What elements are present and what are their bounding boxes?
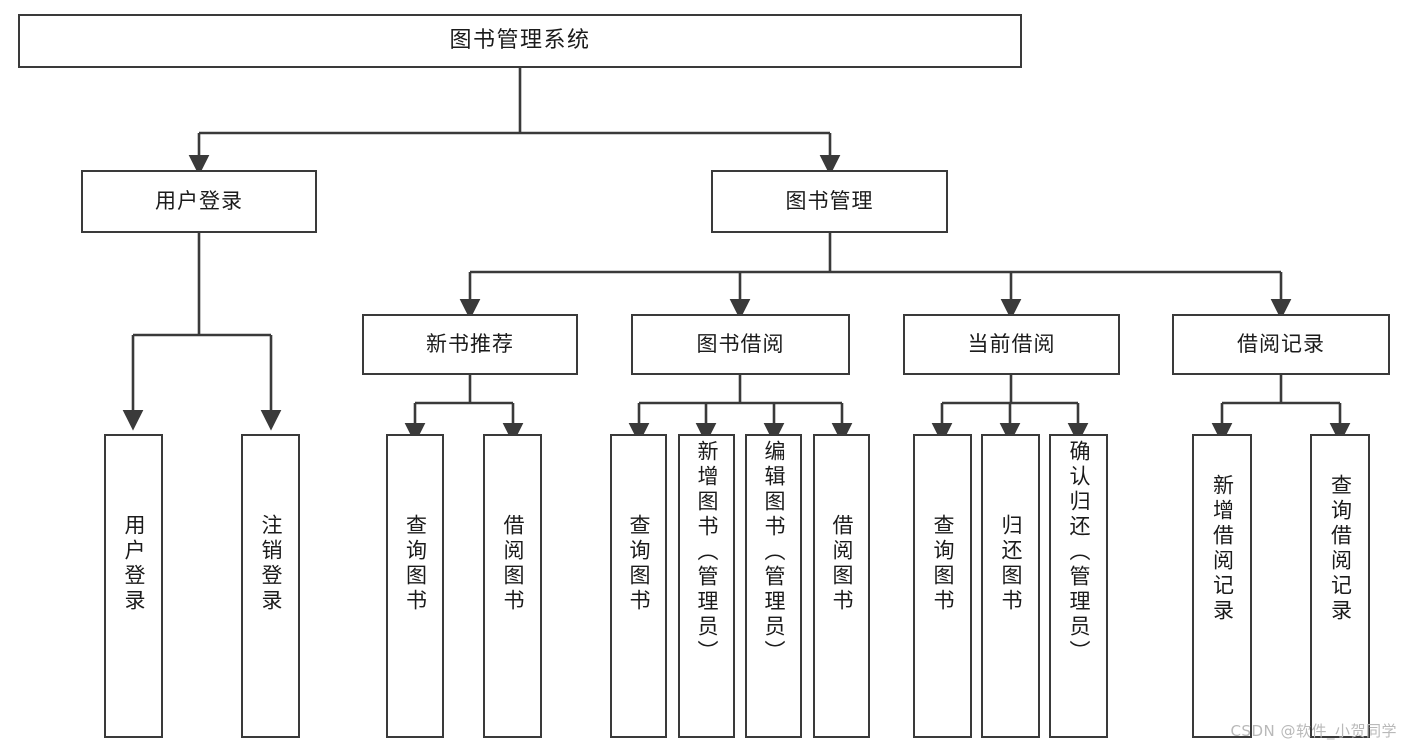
- node-label: 图书借阅: [696, 331, 785, 356]
- leaf-book-borrow-lend[interactable]: 借阅图书: [813, 434, 870, 738]
- node-label: 新增图书（管理员）: [695, 440, 719, 665]
- leaf-current-borrow-confirm[interactable]: 确认归还（管理员）: [1049, 434, 1108, 738]
- leaf-user-login-signout[interactable]: 注销登录: [241, 434, 300, 738]
- node-new-book-recommend[interactable]: 新书推荐: [362, 314, 578, 375]
- leaf-current-borrow-return[interactable]: 归还图书: [981, 434, 1040, 738]
- node-current-borrow[interactable]: 当前借阅: [903, 314, 1120, 375]
- node-label: 用户登录: [155, 188, 243, 213]
- node-label: 当前借阅: [967, 331, 1056, 356]
- node-label: 查询图书: [931, 514, 955, 614]
- node-book-borrow[interactable]: 图书借阅: [631, 314, 850, 375]
- node-label: 归还图书: [999, 514, 1023, 614]
- csdn-watermark: CSDN @软件_小贺同学: [1230, 722, 1397, 740]
- node-label: 用户登录: [122, 514, 146, 614]
- leaf-records-add[interactable]: 新增借阅记录: [1192, 434, 1252, 738]
- node-label: 编辑图书（管理员）: [762, 440, 786, 665]
- node-label: 新增借阅记录: [1210, 474, 1235, 624]
- node-label: 新书推荐: [426, 331, 514, 356]
- node-label: 查询图书: [403, 514, 428, 614]
- leaf-book-borrow-add[interactable]: 新增图书（管理员）: [678, 434, 735, 738]
- leaf-new-book-query[interactable]: 查询图书: [386, 434, 444, 738]
- node-root-system[interactable]: 图书管理系统: [18, 14, 1022, 68]
- node-label: 查询图书: [627, 514, 651, 614]
- node-label: 注销登录: [259, 514, 283, 614]
- node-label: 图书管理: [785, 188, 874, 213]
- leaf-book-borrow-edit[interactable]: 编辑图书（管理员）: [745, 434, 802, 738]
- leaf-book-borrow-query[interactable]: 查询图书: [610, 434, 667, 738]
- node-label: 图书管理系统: [449, 27, 591, 53]
- node-user-login[interactable]: 用户登录: [81, 170, 317, 233]
- node-label: 查询借阅记录: [1328, 474, 1353, 624]
- node-borrow-records[interactable]: 借阅记录: [1172, 314, 1390, 375]
- node-label: 借阅图书: [830, 514, 854, 614]
- leaf-new-book-borrow[interactable]: 借阅图书: [483, 434, 542, 738]
- leaf-current-borrow-query[interactable]: 查询图书: [913, 434, 972, 738]
- node-label: 借阅图书: [501, 514, 525, 614]
- node-label: 确认归还（管理员）: [1067, 440, 1091, 665]
- node-label: 借阅记录: [1237, 331, 1325, 356]
- leaf-user-login-signin[interactable]: 用户登录: [104, 434, 163, 738]
- leaf-records-query[interactable]: 查询借阅记录: [1310, 434, 1370, 738]
- node-book-management[interactable]: 图书管理: [711, 170, 948, 233]
